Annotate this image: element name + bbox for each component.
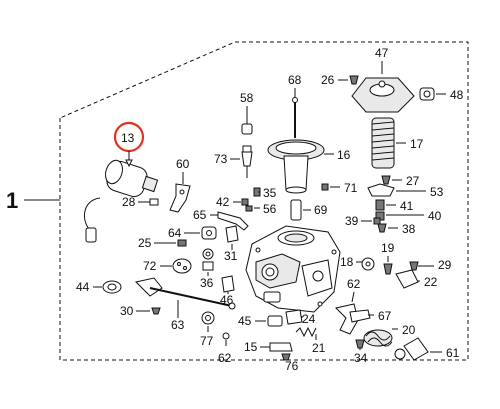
part-65-lever — [217, 211, 249, 231]
callout-29: 29 — [438, 258, 452, 272]
callout-63: 63 — [171, 318, 185, 332]
part-71-jet — [321, 183, 329, 191]
callout-56: 56 — [263, 202, 277, 216]
callout-73: 73 — [214, 152, 228, 166]
callout-19: 19 — [381, 241, 395, 255]
assembly-number: 1 — [6, 188, 18, 213]
callout-22: 22 — [424, 275, 438, 289]
callout-60: 60 — [176, 157, 190, 171]
part-53-plate — [367, 183, 395, 197]
callout-48: 48 — [450, 88, 464, 102]
callout-25: 25 — [138, 236, 152, 250]
callout-34: 34 — [354, 351, 368, 365]
part-36 — [202, 248, 214, 271]
callout-28: 28 — [122, 195, 136, 209]
part-20-spring — [363, 329, 393, 347]
callout-46: 46 — [220, 293, 234, 307]
callout-38: 38 — [402, 222, 416, 236]
callout-64: 64 — [168, 226, 182, 240]
part-41 — [375, 199, 385, 211]
part-72-gasket — [172, 258, 192, 274]
callout-69: 69 — [314, 203, 328, 217]
callout-44: 44 — [76, 280, 90, 294]
part-21-spring — [295, 326, 317, 338]
callout-68: 68 — [288, 73, 302, 87]
callout-71: 71 — [344, 181, 358, 195]
assembly-boundary — [59, 41, 469, 361]
part-45 — [267, 315, 283, 327]
part-26-screw — [349, 75, 359, 85]
part-61-bracket — [394, 337, 429, 361]
callout-39: 39 — [345, 214, 359, 228]
part-77-washer — [201, 311, 215, 325]
callout-45: 45 — [238, 314, 252, 328]
callout-31: 31 — [224, 249, 238, 263]
part-73-needle — [241, 145, 253, 178]
part-16-diaphragm-slide — [267, 139, 325, 194]
callout-47: 47 — [375, 46, 389, 60]
part-48-fitting — [419, 87, 435, 101]
callout-17: 17 — [410, 137, 424, 151]
part-47-top-cover — [351, 77, 415, 113]
part-27-screw — [381, 175, 391, 185]
callout-18: 18 — [340, 255, 354, 269]
part-42 — [241, 198, 249, 206]
callout-40: 40 — [428, 209, 442, 223]
callout-62a: 62 — [347, 277, 361, 291]
callout-61: 61 — [446, 346, 460, 360]
part-17-spring — [371, 117, 395, 169]
callout-77: 77 — [200, 334, 214, 348]
callout-35: 35 — [263, 186, 277, 200]
callout-36: 36 — [200, 276, 214, 290]
part-carburetor-body — [245, 225, 341, 313]
part-15-screw — [269, 342, 293, 352]
part-38 — [377, 223, 387, 233]
part-18-washer — [361, 257, 375, 271]
callout-24: 24 — [302, 312, 316, 326]
part-44-washer — [102, 280, 122, 294]
part-76-screw — [281, 353, 291, 361]
part-67 — [349, 309, 371, 323]
callout-58: 58 — [240, 91, 254, 105]
part-29 — [409, 261, 419, 271]
part-28-screw — [149, 198, 159, 206]
part-69-needle-jet — [290, 199, 302, 221]
callout-41: 41 — [400, 199, 414, 213]
part-22-cover — [395, 269, 419, 289]
part-56 — [245, 205, 253, 212]
part-39 — [373, 217, 381, 225]
part-13-choke — [84, 159, 159, 243]
callout-27: 27 — [406, 174, 420, 188]
callout-30: 30 — [120, 304, 134, 318]
part-46 — [221, 275, 235, 293]
callout-65: 65 — [193, 208, 207, 222]
part-31 — [225, 225, 239, 243]
callout-20: 20 — [402, 323, 416, 337]
callout-76: 76 — [285, 359, 299, 373]
part-34 — [355, 339, 365, 349]
part-62-clip — [222, 332, 230, 340]
callout-26: 26 — [321, 73, 335, 87]
part-19 — [383, 263, 393, 275]
callout-72: 72 — [143, 259, 157, 273]
callout-67: 67 — [378, 309, 392, 323]
callout-62b: 62 — [218, 351, 232, 365]
part-60-bracket — [169, 183, 191, 213]
callout-16: 16 — [337, 148, 351, 162]
callout-42: 42 — [216, 195, 230, 209]
part-25-screw — [177, 239, 187, 247]
part-64-screw — [201, 226, 217, 240]
part-68-jet-needle — [292, 97, 298, 138]
part-30-screw — [151, 307, 161, 315]
part-24 — [285, 309, 303, 325]
callout-53: 53 — [430, 185, 444, 199]
callout-13: 13 — [121, 131, 135, 145]
part-63-throttle-shaft — [135, 277, 236, 310]
callout-15: 15 — [244, 340, 258, 354]
part-58-cap — [241, 123, 253, 135]
callout-21: 21 — [312, 341, 326, 355]
